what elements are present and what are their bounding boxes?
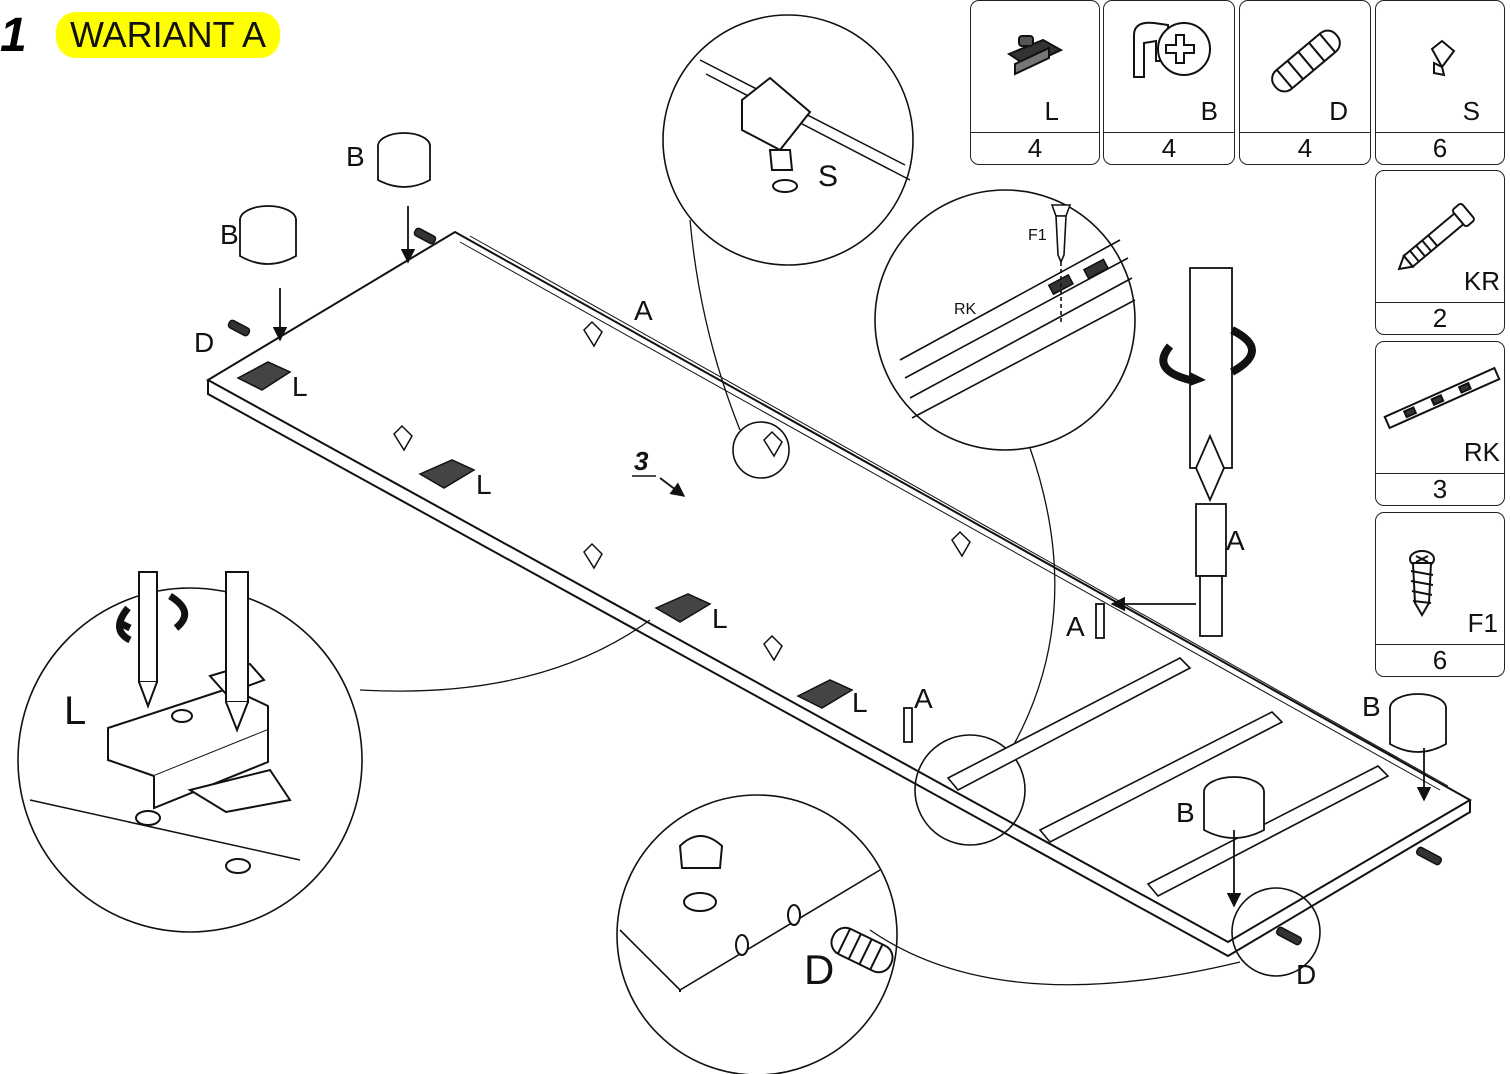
cam-callout: B	[220, 219, 239, 250]
hinge-callout: L	[712, 603, 728, 634]
part-letter: B	[1200, 96, 1218, 126]
part-card-s: S 6	[1375, 0, 1505, 165]
step-number: 1	[0, 9, 27, 62]
part-qty: 4	[1104, 132, 1234, 164]
part-letter: L	[1044, 96, 1059, 126]
rail-detail	[899, 204, 1136, 419]
leader-lines	[359, 219, 1241, 986]
part-qty: 3	[1376, 473, 1504, 505]
cam-callout: B	[1176, 797, 1195, 828]
part-letter: RK	[1463, 437, 1500, 467]
hinge-plates	[236, 361, 854, 709]
screw-callout: F1	[1028, 227, 1047, 244]
dowel-callout: D	[1296, 959, 1316, 990]
part-qty: 4	[971, 132, 1099, 164]
hinge-callout: L	[476, 469, 492, 500]
part-card-kr: KR 2	[1375, 170, 1505, 335]
part-letter: D	[1329, 96, 1348, 126]
cam-lock-icon	[1133, 21, 1211, 78]
board-dowels	[227, 227, 1443, 946]
part-qty: 6	[1376, 644, 1504, 676]
bolts-and-tool	[903, 267, 1256, 743]
screw-icon	[1409, 550, 1435, 617]
cam-locks	[239, 132, 1447, 839]
hinge-callout: L	[292, 371, 308, 402]
part-card-b: B 4	[1103, 0, 1235, 165]
bolt-callout: A	[1066, 611, 1085, 642]
cam-callout: B	[346, 141, 365, 172]
part-card-l: L 4	[970, 0, 1100, 165]
hinge-plate-icon	[1006, 35, 1064, 76]
panel-label: A	[634, 295, 653, 326]
part-card-rk: RK 3	[1375, 341, 1505, 506]
part-card-f1: F1 6	[1375, 512, 1505, 677]
cam-callout: B	[1362, 691, 1381, 722]
part-qty: 4	[1240, 132, 1370, 164]
wood-dowel-icon	[1271, 29, 1341, 93]
dowel-callout: D	[804, 946, 834, 993]
bolt-callout: A	[914, 683, 933, 714]
part-qty: 2	[1376, 302, 1504, 334]
part-letter: F1	[1467, 608, 1498, 638]
board-panel	[205, 230, 1473, 958]
part-qty: 6	[1376, 132, 1504, 164]
dowel-callout: D	[194, 327, 214, 358]
callout-labels: A 3 L L L L L B B B B D D D S A A A RK F…	[64, 141, 1381, 993]
confirmat-bolt-icon	[1397, 202, 1475, 271]
shelf-support-icon	[1430, 39, 1456, 77]
bolt-callout: A	[1226, 525, 1245, 556]
insertion-arrows	[272, 206, 1432, 908]
hinge-callout: L	[64, 689, 86, 733]
panel-ref: 3	[634, 446, 649, 476]
board-rails	[946, 657, 1390, 898]
part-letter: S	[1462, 96, 1480, 126]
shelf-supports	[393, 320, 971, 662]
hinge-callout: L	[852, 687, 868, 718]
rail-callout: RK	[954, 301, 977, 318]
part-card-d: D 4	[1239, 0, 1371, 165]
hinge-detail	[29, 571, 301, 874]
dowel-detail	[619, 835, 894, 992]
part-letter: KR	[1463, 266, 1500, 296]
detail-circle-rail	[874, 189, 1136, 451]
support-detail	[699, 59, 911, 193]
drawer-rail-icon	[1383, 366, 1501, 430]
support-callout: S	[818, 160, 838, 193]
variant-badge: WARIANT A	[56, 12, 281, 58]
